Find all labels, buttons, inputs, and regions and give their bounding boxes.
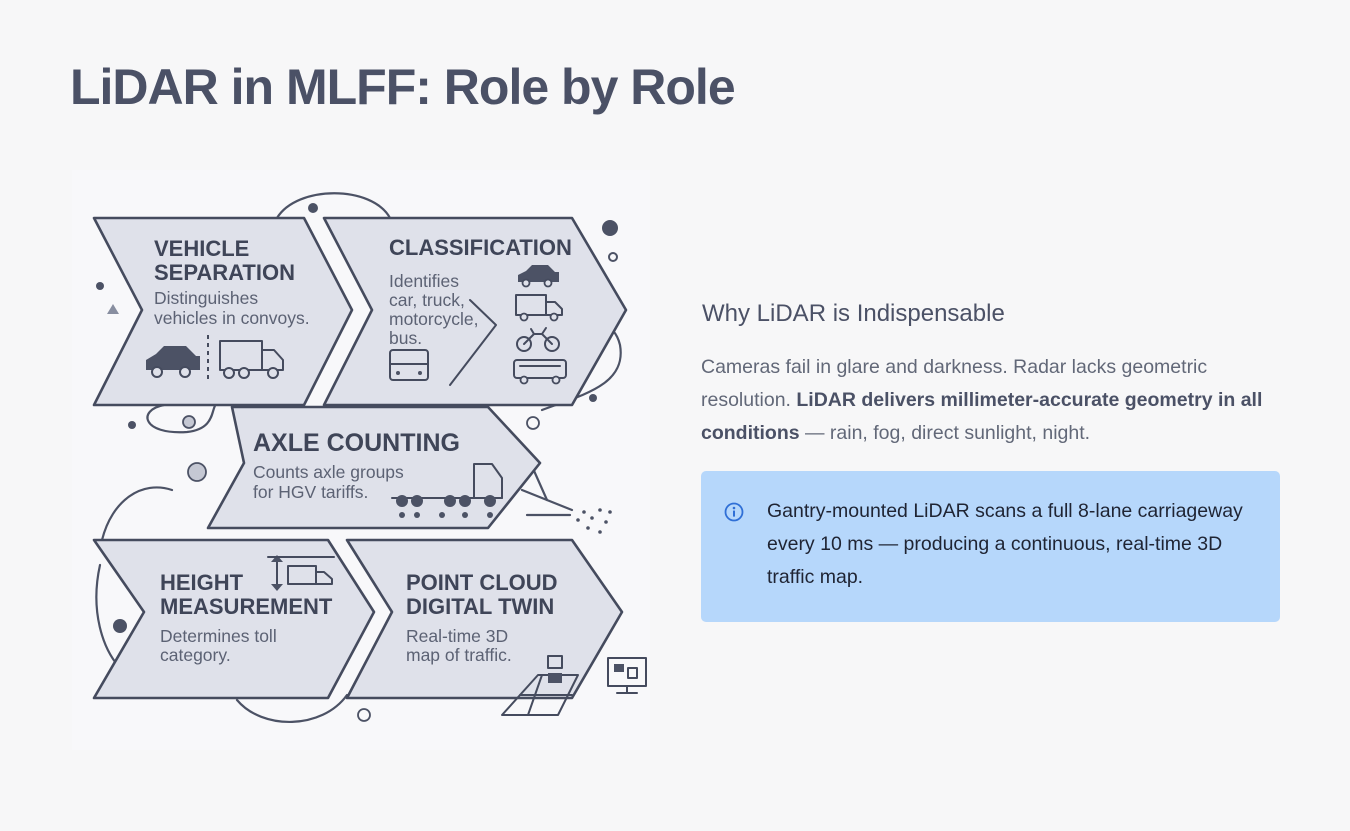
hgv-truck-icon [391,463,503,518]
axle-counting-title: AXLE COUNTING [253,429,460,457]
bus-icon [513,359,567,385]
role-card-axle-counting: AXLE COUNTING Counts axle groups for HGV… [206,405,542,530]
decorative-connectors [95,192,622,723]
height-measurement-title: HEIGHT MEASUREMENT [160,570,333,619]
classification-title: CLASSIFICATION [389,235,572,260]
side-body-tail: — rain, fog, direct sunlight, night. [805,422,1091,444]
classification-description: Identifies car, truck, motorcycle, bus. [389,271,483,348]
info-callout: Gantry-mounted LiDAR scans a full 8-lane… [701,471,1280,622]
motorcycle-icon [516,327,560,352]
truck-icon [219,340,284,379]
vehicle-separation-description: Distinguishes vehicles in convoys. [154,288,310,328]
callout-text: Gantry-mounted LiDAR scans a full 8-lane… [767,500,1243,588]
digital-twin-icon [501,655,647,716]
vehicle-separation-title: VEHICLE SEPARATION [154,236,295,285]
side-body-intro: Cameras fail in glare and darkness. Rada… [701,356,1208,411]
car-icon [518,265,559,288]
side-body: Cameras fail in glare and darkness. Rada… [701,351,1276,450]
role-card-classification: CLASSIFICATION Identifies car, truck, mo… [322,216,628,407]
role-card-vehicle-separation: VEHICLE SEPARATION Distinguishes vehicle… [92,216,354,407]
truck-icon [515,294,563,322]
page-title: LiDAR in MLFF: Role by Role [70,59,736,115]
point-cloud-description: Real-time 3D map of traffic. [406,626,513,665]
axle-counting-description: Counts axle groups for HGV tariffs. [253,462,409,502]
height-gauge-icon [267,555,335,591]
role-card-point-cloud-digital-twin: POINT CLOUD DIGITAL TWIN Real-time 3D ma… [345,538,647,716]
info-icon [724,502,744,522]
car-icon [146,346,200,378]
side-body-emphasis: LiDAR delivers millimeter-accurate geome… [701,389,1263,444]
diagram-svg: VEHICLE SEPARATION Distinguishes vehicle… [92,192,647,723]
bus-front-icon [389,349,429,381]
role-card-height-measurement: HEIGHT MEASUREMENT Determines toll categ… [92,538,376,700]
point-cloud-title: POINT CLOUD DIGITAL TWIN [406,570,564,619]
height-measurement-description: Determines toll category. [160,626,282,665]
side-heading: Why LiDAR is Indispensable [702,300,1005,327]
lidar-roles-diagram: VEHICLE SEPARATION Distinguishes vehicle… [72,170,650,750]
